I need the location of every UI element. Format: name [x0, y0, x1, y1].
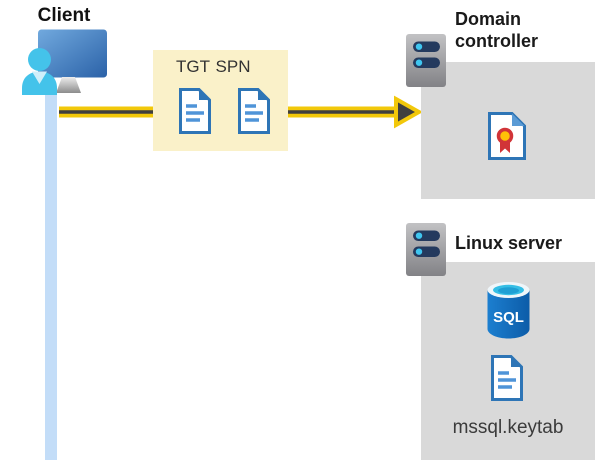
domain-controller-label: Domain controller: [455, 9, 539, 51]
keytab-filename-label: mssql.keytab: [452, 417, 564, 438]
client-computer-user-icon: [22, 29, 107, 95]
domain-controller-server-icon: [406, 34, 446, 87]
keytab-document-icon: [491, 355, 523, 401]
spn-document-icon: [238, 88, 270, 134]
sql-database-icon: SQL: [487, 282, 530, 339]
linux-server-icon: [406, 223, 446, 276]
certificate-icon: [488, 112, 526, 160]
linux-server-label: Linux server: [455, 233, 563, 253]
arrowhead-icon: [394, 95, 421, 129]
client-label: Client: [37, 5, 91, 26]
tgt-label: TGT: [176, 57, 210, 76]
monitor-stand: [56, 77, 81, 93]
tgt-document-icon: [179, 88, 211, 134]
monitor-icon: [38, 29, 107, 78]
person-icon: [22, 48, 57, 95]
spn-label: SPN: [215, 57, 251, 76]
sql-label: SQL: [493, 309, 524, 326]
client-vertical-connector-line: [45, 94, 57, 460]
